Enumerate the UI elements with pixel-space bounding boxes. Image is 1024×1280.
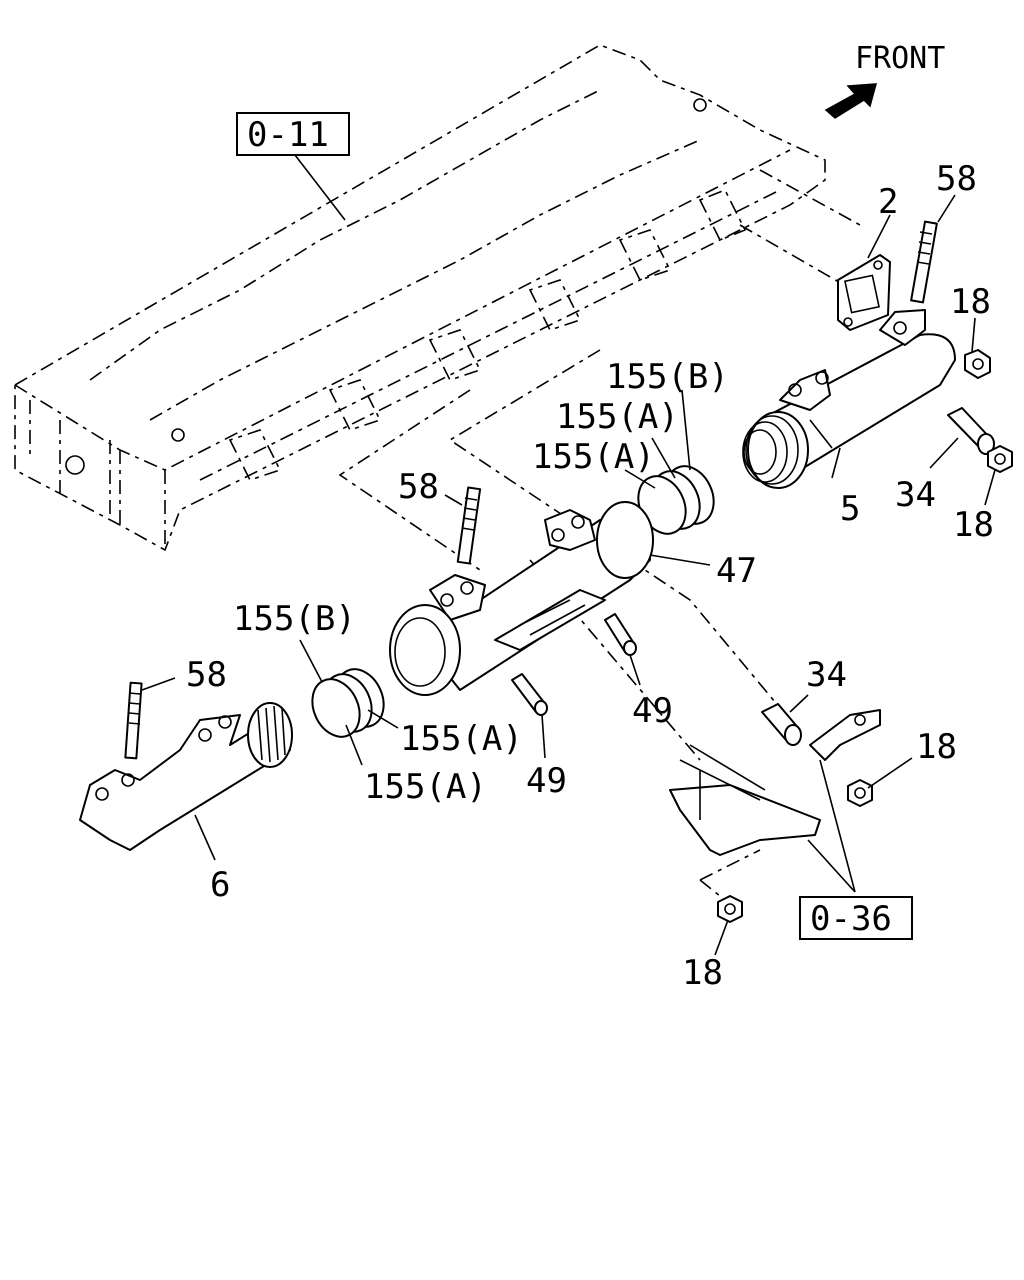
rear-pipe-part [79, 702, 293, 851]
callout-labels: 2 58 18 155(B) 155(A) 155(A) 5 34 18 58 … [186, 159, 994, 993]
bracket-part [669, 709, 881, 856]
stud-49-right-part [604, 613, 637, 656]
cylinder-head-outline [14, 44, 826, 552]
nut-bracket-part [847, 779, 873, 807]
center-pipe-part [389, 501, 654, 696]
front-direction-arrow-icon [824, 83, 878, 119]
front-orientation: FRONT [824, 41, 945, 119]
callout-ring-b-left[interactable]: 155(B) [233, 599, 356, 639]
callout-stud-right[interactable]: 58 [936, 159, 977, 199]
callout-nut-top-right[interactable]: 18 [950, 282, 991, 322]
callout-nut-right-lower[interactable]: 18 [953, 505, 994, 545]
reference-box-bracket[interactable]: 0-36 [799, 896, 913, 940]
front-pipe-part [742, 309, 956, 489]
reference-text: 0-36 [810, 899, 892, 939]
callout-ring-a-right-2[interactable]: 155(A) [532, 437, 655, 477]
leader-lines [141, 154, 996, 956]
callout-ring-a-left-2[interactable]: 155(A) [364, 767, 487, 807]
front-label: FRONT [855, 41, 945, 76]
stud-right-part [910, 220, 938, 304]
callout-ring-a-right-1[interactable]: 155(A) [556, 397, 679, 437]
nut-top-right-part [964, 349, 991, 379]
nut-bottom-part [717, 895, 743, 923]
callout-nut-bracket[interactable]: 18 [916, 727, 957, 767]
stud-left-part [124, 681, 143, 760]
callout-pipe-rear[interactable]: 6 [210, 865, 230, 905]
nut-right-lower-part [987, 445, 1013, 473]
reference-text: 0-11 [247, 115, 329, 155]
callout-collar-right[interactable]: 34 [895, 475, 936, 515]
collar-center-part [761, 703, 802, 746]
callout-center-pipe[interactable]: 47 [716, 551, 757, 591]
callout-ring-a-left-1[interactable]: 155(A) [400, 719, 523, 759]
reference-box-cylinder-head[interactable]: 0-11 [236, 112, 350, 156]
callout-nut-bottom[interactable]: 18 [682, 953, 723, 993]
stud-49-left-part [511, 673, 548, 716]
callout-ring-b-right[interactable]: 155(B) [606, 357, 729, 397]
callout-stud-center[interactable]: 58 [398, 467, 439, 507]
callout-collar-center[interactable]: 34 [806, 655, 847, 695]
gasket-part [837, 254, 891, 331]
callout-stud-49-left[interactable]: 49 [526, 761, 567, 801]
callout-stud-left[interactable]: 58 [186, 655, 227, 695]
callout-pipe-front[interactable]: 5 [840, 489, 860, 529]
stud-center-part [456, 486, 482, 565]
callout-stud-49-right[interactable]: 49 [632, 691, 673, 731]
collar-right-part [947, 407, 995, 455]
callout-gasket[interactable]: 2 [878, 182, 898, 222]
